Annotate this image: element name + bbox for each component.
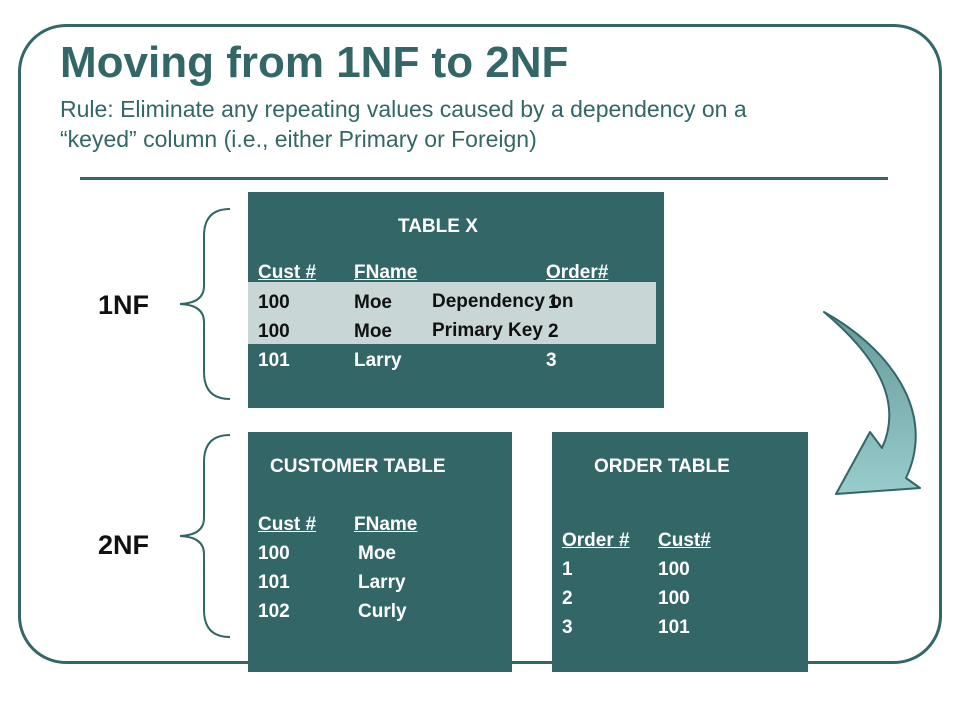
brace-1nf xyxy=(179,208,231,400)
order-header-cust: Cust# xyxy=(658,530,711,551)
table-x-header-fname: FName xyxy=(354,262,418,283)
table-x-cell: 3 xyxy=(546,350,557,371)
table-x-panel: TABLE X Cust # FName Order# 100 Moe 1 10… xyxy=(248,192,664,408)
order-table-panel: ORDER TABLE Order # Cust# 1 100 2 100 3 … xyxy=(552,432,808,672)
order-cell: 2 xyxy=(562,588,573,609)
order-cell: 100 xyxy=(658,588,690,609)
customer-cell: Curly xyxy=(358,601,407,622)
rule-line-1: Rule: Eliminate any repeating values cau… xyxy=(60,96,747,122)
slide-title: Moving from 1NF to 2NF xyxy=(60,38,569,87)
customer-cell: 102 xyxy=(258,601,290,622)
table-x-cell: Moe xyxy=(354,321,392,342)
customer-table-panel: CUSTOMER TABLE Cust # FName 100 Moe 101 … xyxy=(248,432,512,672)
table-x-cell: 2 xyxy=(548,321,559,342)
table-x-cell: Moe xyxy=(354,292,392,313)
customer-cell: 101 xyxy=(258,572,290,593)
dependency-highlight xyxy=(248,282,656,344)
order-table-title: ORDER TABLE xyxy=(594,456,730,477)
brace-2nf xyxy=(179,434,231,638)
customer-cell: 100 xyxy=(258,543,290,564)
title-divider xyxy=(80,177,888,180)
curved-arrow-icon xyxy=(823,311,921,495)
table-x-header-cust: Cust # xyxy=(258,262,317,283)
rule-text: Rule: Eliminate any repeating values cau… xyxy=(60,94,910,154)
table-x-cell: 100 xyxy=(258,292,290,313)
table-x-cell: 1 xyxy=(548,292,559,313)
order-cell: 100 xyxy=(658,559,690,580)
label-1nf: 1NF xyxy=(98,290,150,320)
rule-line-2: “keyed” column (i.e., either Primary or … xyxy=(60,126,537,152)
table-x-title: TABLE X xyxy=(398,216,478,237)
label-2nf: 2NF xyxy=(98,530,150,560)
customer-cell: Larry xyxy=(358,572,406,593)
customer-table-title: CUSTOMER TABLE xyxy=(270,456,446,477)
order-header-order: Order # xyxy=(562,530,630,551)
order-cell: 101 xyxy=(658,617,690,638)
table-x-cell: 101 xyxy=(258,350,290,371)
order-cell: 1 xyxy=(562,559,573,580)
table-x-cell: 100 xyxy=(258,321,290,342)
dependency-note: Dependency on Primary Key xyxy=(432,287,573,345)
customer-cell: Moe xyxy=(358,543,396,564)
customer-header-fname: FName xyxy=(354,514,418,535)
customer-header-cust: Cust # xyxy=(258,514,317,535)
table-x-header-order: Order# xyxy=(546,262,609,283)
dependency-line-2: Primary Key xyxy=(432,320,543,341)
table-x-cell: Larry xyxy=(354,350,402,371)
order-cell: 3 xyxy=(562,617,573,638)
dependency-line-1: Dependency on xyxy=(432,291,574,312)
